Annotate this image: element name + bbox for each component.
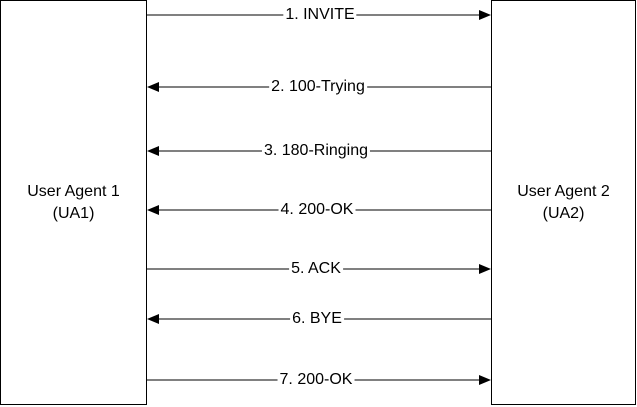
user-agent-1-abbr: (UA1) bbox=[52, 204, 95, 222]
user-agent-1-name: User Agent 1 bbox=[27, 182, 120, 200]
arrowhead bbox=[479, 375, 491, 385]
arrowhead bbox=[479, 264, 491, 274]
user-agent-2-box: User Agent 2 (UA2) bbox=[491, 0, 636, 405]
message-label: 7. 200-OK bbox=[277, 371, 355, 389]
user-agent-1-box: User Agent 1 (UA1) bbox=[0, 0, 147, 405]
message-label: 6. BYE bbox=[290, 310, 344, 328]
arrowhead bbox=[147, 314, 159, 324]
user-agent-2-abbr: (UA2) bbox=[542, 204, 585, 222]
arrowhead bbox=[147, 146, 159, 156]
arrowhead bbox=[147, 82, 159, 92]
arrowhead bbox=[147, 205, 159, 215]
message-label: 2. 100-Trying bbox=[269, 78, 367, 96]
message-label: 5. ACK bbox=[289, 260, 343, 278]
arrowhead bbox=[479, 10, 491, 20]
message-label: 3. 180-Ringing bbox=[261, 142, 371, 160]
user-agent-2-name: User Agent 2 bbox=[517, 182, 610, 200]
message-label: 4. 200-OK bbox=[278, 201, 356, 219]
message-label: 1. INVITE bbox=[283, 6, 357, 24]
